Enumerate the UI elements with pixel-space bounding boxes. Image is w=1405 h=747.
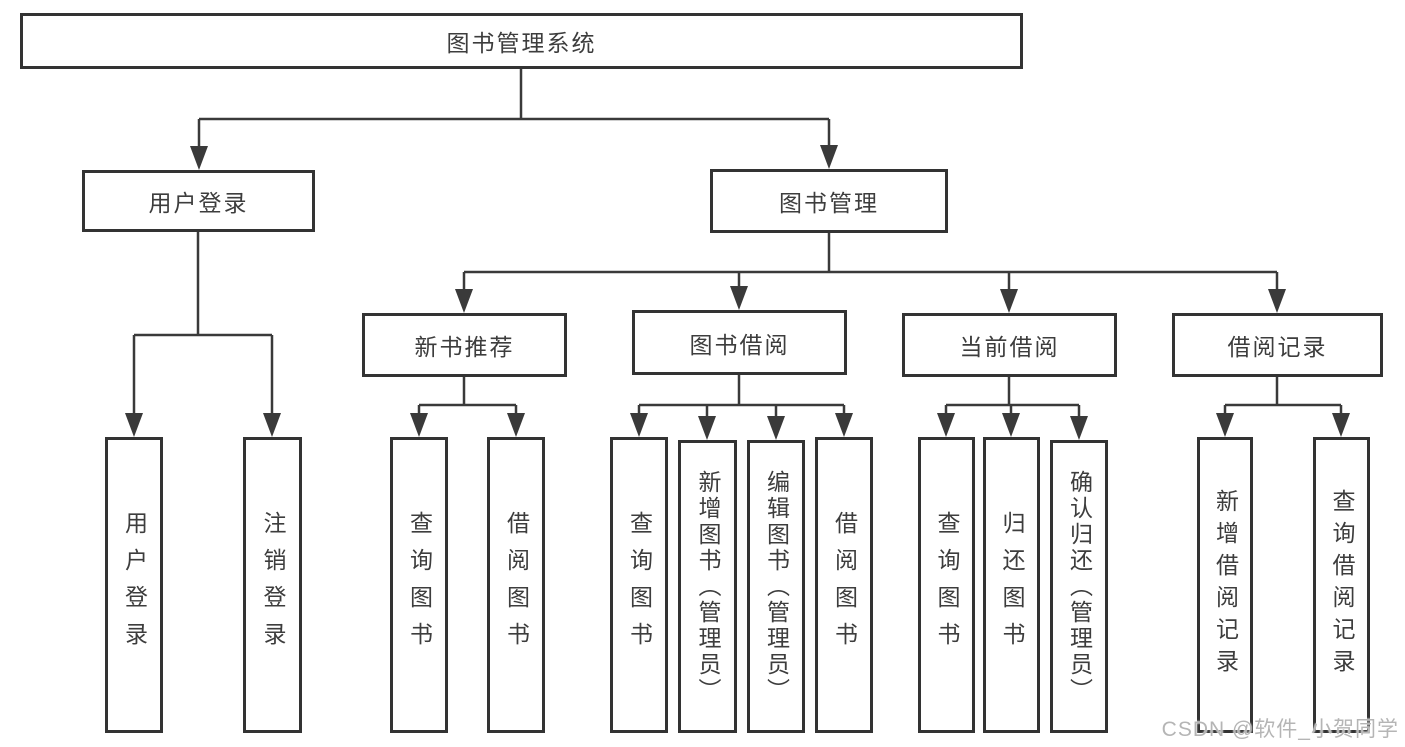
node-label: 借阅记录	[1227, 334, 1328, 360]
node-return-books: 归还图书	[983, 437, 1040, 733]
node-label: 归还图书	[999, 511, 1025, 659]
node-borrowing-records: 借阅记录	[1172, 313, 1383, 377]
node-query-books-3: 查询图书	[918, 437, 975, 733]
node-label: 当前借阅	[959, 334, 1060, 360]
node-label: 新增图书（管理员）	[695, 469, 721, 704]
node-add-borrow-record: 新增借阅记录	[1197, 437, 1253, 733]
arrowheads	[125, 145, 1350, 440]
node-label: 查询图书	[626, 511, 653, 659]
node-confirm-return-admin: 确认归还（管理员）	[1050, 440, 1108, 733]
node-label: 查询图书	[934, 511, 960, 659]
node-query-borrow-record: 查询借阅记录	[1313, 437, 1370, 733]
node-logout-leaf: 注销登录	[243, 437, 302, 733]
csdn-watermark: CSDN @软件_小贺同学	[1161, 718, 1399, 741]
node-user-login-leaf: 用户登录	[105, 437, 163, 733]
node-label: 图书借阅	[689, 331, 790, 358]
node-label: 借阅图书	[503, 511, 530, 659]
node-label: 图书管理	[779, 190, 879, 216]
node-new-book-recommendation: 新书推荐	[362, 313, 567, 377]
node-edit-books-admin: 编辑图书（管理员）	[747, 440, 805, 733]
node-label: 编辑图书（管理员）	[763, 469, 790, 704]
node-label: 用户登录	[148, 190, 249, 216]
node-book-borrowing: 图书借阅	[632, 310, 847, 375]
node-borrow-books-2: 借阅图书	[815, 437, 873, 733]
node-label: 查询图书	[406, 511, 433, 659]
node-library-management-system: 图书管理系统	[20, 13, 1023, 69]
node-label: 图书管理系统	[446, 30, 597, 56]
node-label: 新增借阅记录	[1212, 489, 1239, 681]
node-label: 查询借阅记录	[1329, 489, 1355, 681]
node-label: 注销登录	[260, 511, 286, 659]
node-book-management-branch: 图书管理	[710, 169, 948, 233]
node-label: 用户登录	[121, 511, 148, 659]
node-user-login-branch: 用户登录	[82, 170, 315, 232]
node-label: 确认归还（管理员）	[1066, 469, 1093, 704]
node-add-books-admin: 新增图书（管理员）	[678, 440, 737, 733]
node-label: 借阅图书	[831, 511, 858, 659]
node-label: 新书推荐	[414, 334, 515, 360]
node-borrow-books-1: 借阅图书	[487, 437, 545, 733]
node-query-books-2: 查询图书	[610, 437, 668, 733]
node-current-borrowing: 当前借阅	[902, 313, 1117, 377]
node-query-books-1: 查询图书	[390, 437, 448, 733]
